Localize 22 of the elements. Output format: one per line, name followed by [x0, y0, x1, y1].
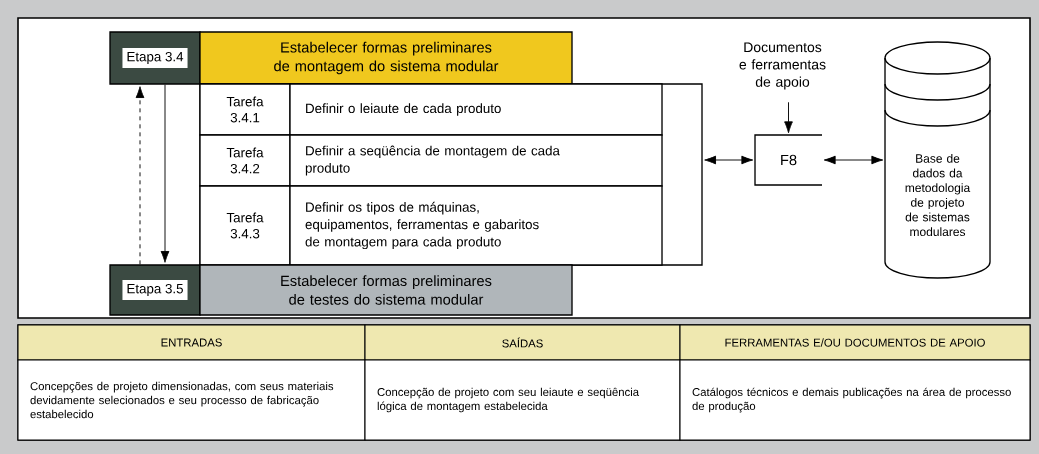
table-cell: Catálogos técnicos e demais publicações na área de processo de produção [679, 359, 1031, 441]
task-number-cell: Tarefa 3.4.1 [199, 83, 291, 136]
stage-box: Etapa 3.4 [109, 31, 201, 85]
stage-title-box: Estabelecer formas preliminares de montagem do sistema modular [199, 31, 573, 85]
table-header-cell: SAÍDAS [364, 324, 681, 361]
table-header-cell: FERRAMENTAS E/OU DOCUMENTOS DE APOIO [679, 324, 1031, 361]
arrow [784, 101, 793, 134]
arrow [704, 155, 754, 165]
node-label: Base de dados da metodologia de projeto de sistemas modulares [905, 153, 971, 237]
stage-box: Etapa 3.5 [109, 264, 201, 316]
task-number-cell: Tarefa 3.4.2 [199, 134, 291, 187]
input-text: Documentos e ferramentas de apoio [739, 42, 826, 90]
task-number-cell: Tarefa 3.4.3 [199, 185, 291, 266]
table-cell: Concepções de projeto dimensionadas, com seus materiais devidamente selecionados e seu processo de fabricação estabelecido [17, 359, 366, 441]
arrow [135, 86, 145, 265]
arrow [823, 155, 884, 165]
table-cell: Concepção de projeto com seu leiaute e seqüência lógica de montagem estabelecida [364, 359, 681, 441]
arrow [160, 84, 170, 263]
function-box: F8 [754, 134, 823, 186]
database-cylinder: Base de dados da metodologia de projeto de sistemas modulares [884, 41, 991, 279]
stage-title-box: Estabelecer formas preliminares de testes do sistema modular [199, 264, 573, 316]
table-header-cell: ENTRADAS [17, 324, 366, 361]
